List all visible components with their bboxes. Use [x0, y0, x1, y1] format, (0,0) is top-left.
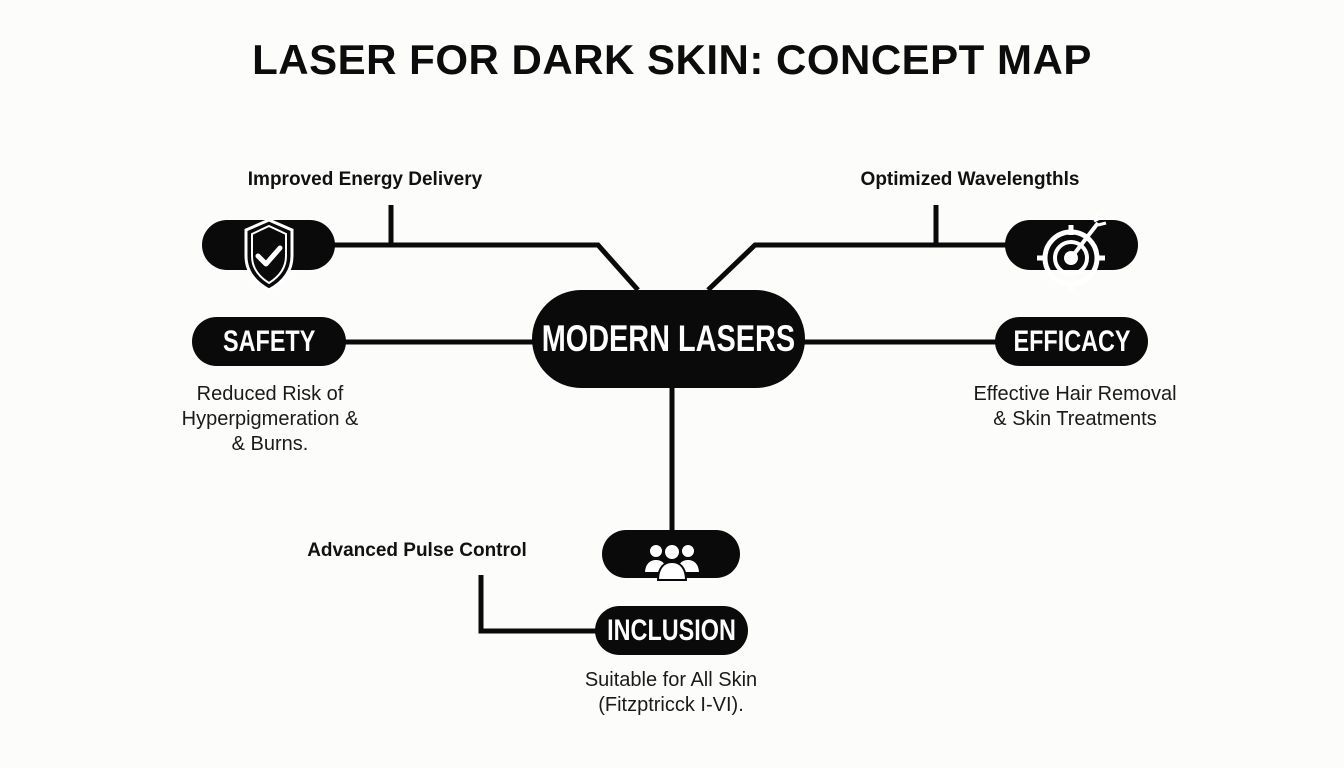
connector-efficacy-icon [706, 242, 1010, 292]
feature-energy-delivery: Improved Energy Delivery [247, 169, 483, 190]
safety-label: SAFETY [222, 324, 316, 358]
efficacy-label: EFFICACY [1013, 324, 1130, 358]
safety-desc-line: Reduced Risk of [196, 383, 344, 405]
shield-check-icon [244, 218, 294, 292]
inclusion-desc-line: (Fitzptricck I-VI). [598, 694, 744, 716]
efficacy-desc-line: & Skin Treatments [993, 408, 1157, 430]
safety-node[interactable]: SAFETY [192, 317, 346, 366]
inclusion-node[interactable]: INCLUSION [595, 606, 748, 655]
safety-desc-line: & Burns. [231, 433, 309, 455]
inclusion-label: INCLUSION [607, 613, 736, 647]
inclusion-description: Suitable for All Skin (Fitzptricck I-VI)… [521, 668, 821, 718]
page-title: LASER FOR DARK SKIN: CONCEPT MAP [252, 36, 1092, 83]
connector-pulse [478, 575, 600, 634]
connector-safety-icon [330, 242, 640, 292]
center-label: MODERN LASERS [541, 318, 796, 359]
people-group-icon [642, 543, 702, 581]
efficacy-description: Effective Hair Removal & Skin Treatments [925, 382, 1225, 432]
target-arrow-icon [1037, 213, 1107, 291]
efficacy-desc-line: Effective Hair Removal [973, 383, 1177, 405]
feature-pulse-control: Advanced Pulse Control [307, 540, 527, 561]
efficacy-node[interactable]: EFFICACY [995, 317, 1148, 366]
safety-desc-line: Hyperpigmeration & [181, 408, 359, 430]
safety-description: Reduced Risk of Hyperpigmeration & & Bur… [120, 382, 420, 457]
inclusion-desc-line: Suitable for All Skin [584, 669, 758, 691]
feature-optimized-wavelengths: Optimized Wavelengthls [860, 169, 1080, 190]
center-node[interactable]: MODERN LASERS [532, 290, 805, 388]
